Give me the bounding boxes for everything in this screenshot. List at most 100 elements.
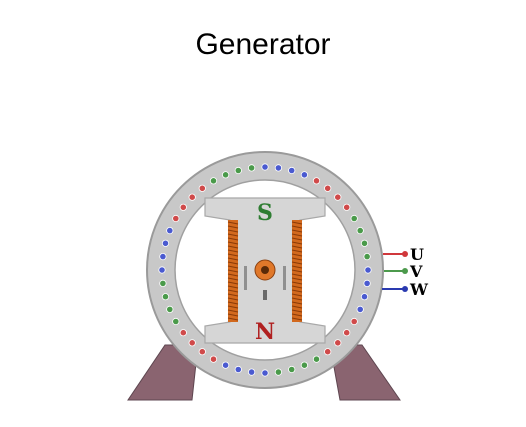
winding-stripe (291, 269, 303, 273)
coil-slot (360, 239, 369, 247)
winding-stripe (291, 273, 303, 277)
winding-stripe (227, 285, 239, 289)
coil-slot (334, 193, 342, 201)
winding-stripe (291, 237, 303, 241)
winding-stripe (291, 285, 303, 289)
brush-right (283, 266, 286, 290)
winding-stripe (291, 293, 303, 297)
winding-stripe (291, 257, 303, 261)
winding-stripe (227, 297, 239, 301)
winding-stripe (227, 225, 239, 229)
winding-stripe (227, 289, 239, 293)
coil-slot (166, 305, 174, 313)
winding-stripe (291, 253, 303, 257)
winding-stripes (227, 221, 303, 321)
coil-slot (188, 339, 196, 347)
winding-stripe (291, 305, 303, 309)
winding-stripe (227, 273, 239, 277)
coil-slot (350, 214, 358, 223)
coil-slot (161, 293, 170, 301)
winding-stripe (291, 289, 303, 293)
rotor-shaft-inner (261, 266, 269, 274)
winding-stripe (227, 309, 239, 313)
terminal-w (402, 286, 408, 292)
terminal-u (402, 251, 408, 257)
coil-slot (198, 348, 206, 356)
winding-stripe (227, 233, 239, 237)
winding-stripe (227, 301, 239, 305)
coil-slot (360, 293, 369, 301)
winding-stripe (291, 301, 303, 305)
winding-stripe (227, 277, 239, 281)
coil-slot (324, 184, 332, 192)
winding-stripe (291, 297, 303, 301)
winding-stripe (227, 261, 239, 265)
coil-slot (364, 266, 372, 274)
terminal-v (402, 268, 408, 274)
winding-stripe (227, 229, 239, 233)
winding-stripe (227, 221, 239, 225)
coil-slot (288, 166, 296, 175)
winding-stripe (227, 265, 239, 269)
winding-stripe (291, 225, 303, 229)
coil-slot (334, 339, 342, 347)
winding-stripe (291, 229, 303, 233)
winding-stripe (291, 281, 303, 285)
coil-slot (343, 329, 351, 337)
coil-slot (159, 253, 167, 261)
coil-slot (274, 164, 282, 172)
coil-slot (166, 227, 174, 235)
winding-stripe (291, 249, 303, 253)
winding-stripe (227, 313, 239, 317)
coil-slot (161, 239, 170, 247)
winding-stripe (227, 257, 239, 261)
diagram-title: Generator (195, 28, 331, 61)
coil-slot (172, 214, 180, 223)
winding-stripe (291, 245, 303, 249)
coil-slot (198, 184, 206, 192)
winding-stripe (227, 269, 239, 273)
winding-stripe (227, 281, 239, 285)
winding-stripe (227, 293, 239, 297)
winding-stripe (291, 313, 303, 317)
coil-slot (274, 368, 282, 376)
coil-slot (261, 369, 269, 377)
winding-stripe (291, 317, 303, 321)
winding-stripe (227, 245, 239, 249)
winding-stripe (291, 233, 303, 237)
coil-slot (324, 348, 332, 356)
terminal-label-w: W (409, 280, 429, 299)
coil-slot (312, 355, 321, 363)
coil-slot (172, 317, 180, 326)
coil-slot (363, 253, 371, 261)
winding-stripe (291, 241, 303, 245)
winding-stripe (291, 309, 303, 313)
coil-slot (222, 361, 230, 369)
coil-slot (234, 365, 242, 374)
coil-slot (179, 329, 187, 337)
winding-stripe (227, 253, 239, 257)
winding-stripe (291, 265, 303, 269)
terminal-label-u: U (410, 245, 424, 264)
coil-slot (158, 266, 166, 274)
winding-stripe (227, 249, 239, 253)
coil-slot (300, 361, 308, 369)
shaft-lower (263, 290, 267, 300)
coil-slot (248, 368, 256, 376)
coil-slot (159, 279, 167, 287)
coil-slot (261, 163, 269, 171)
coil-slot (350, 317, 358, 326)
coil-slot (248, 164, 256, 172)
coil-slot (222, 171, 230, 179)
winding-stripe (227, 317, 239, 321)
coil-slot (356, 305, 364, 313)
winding-stripe (291, 221, 303, 225)
coil-slot (179, 203, 187, 211)
winding-stripe (291, 261, 303, 265)
coil-slot (363, 279, 371, 287)
winding-stripe (291, 277, 303, 281)
pole-label-bottom: N (255, 319, 275, 345)
winding-stripe (227, 237, 239, 241)
coil-slot (312, 177, 321, 185)
